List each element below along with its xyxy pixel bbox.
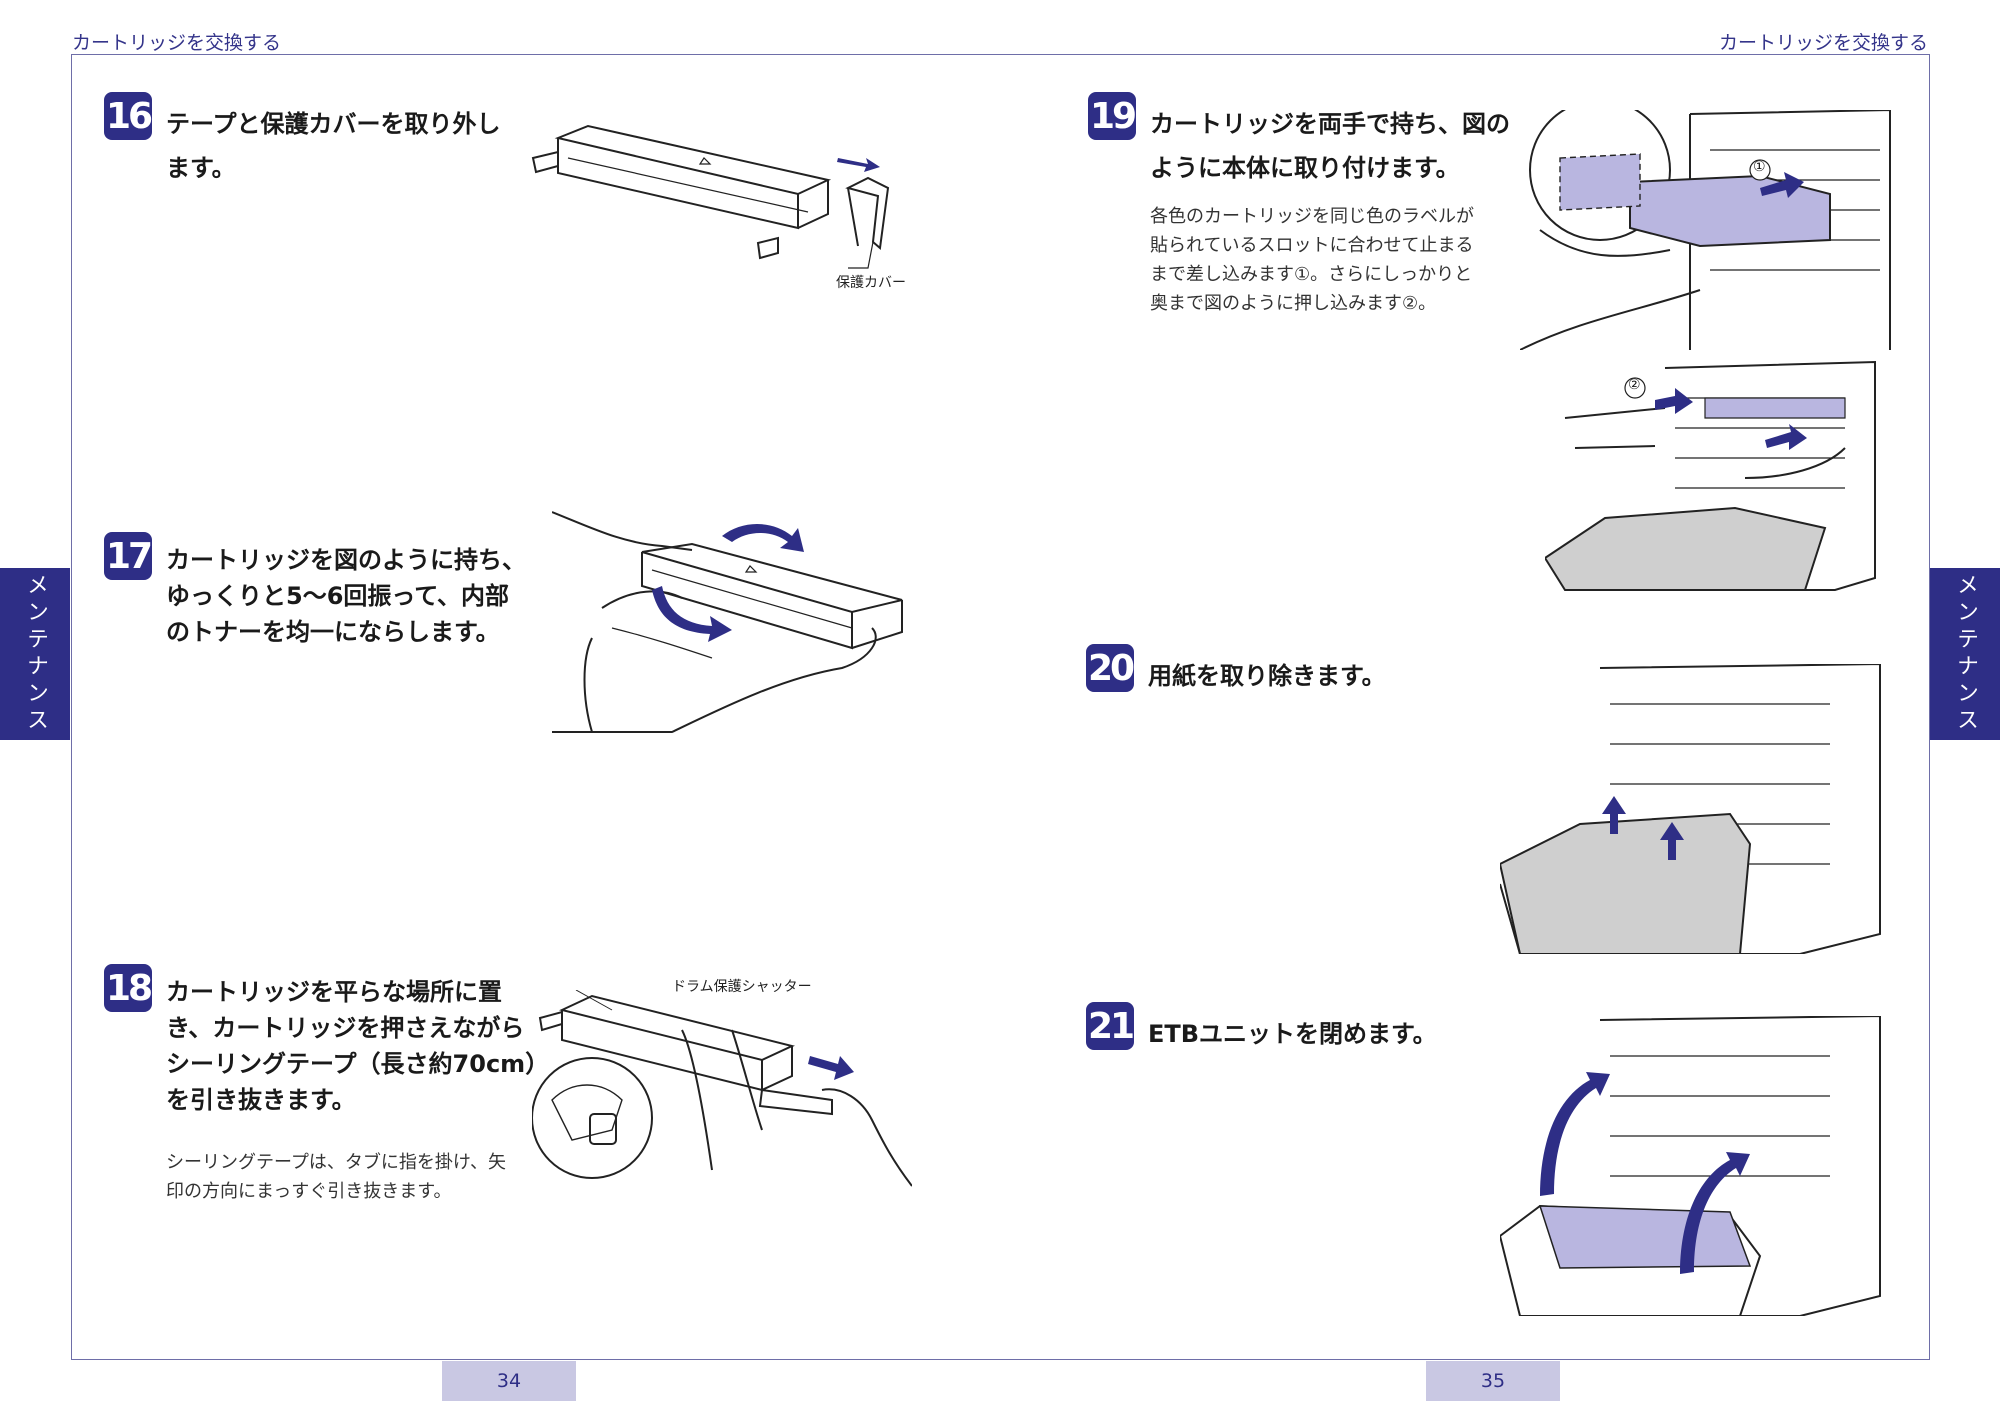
page-number-right: 35 xyxy=(1426,1361,1560,1401)
marker-step-1: ① xyxy=(1753,159,1766,175)
page-frame xyxy=(71,54,1930,1360)
step-title: カートリッジを平らな場所に置 き、カートリッジを押さえながら シーリングテープ（… xyxy=(166,974,549,1118)
step-title: カートリッジを両手で持ち、図の ように本体に取り付けます。 xyxy=(1150,102,1510,190)
step-title: カートリッジを図のように持ち、 ゆっくりと5〜6回振って、内部 のトナーを均一に… xyxy=(166,542,526,650)
step-number-badge: 19 xyxy=(1088,92,1137,140)
cartridge-push-illustration: ② xyxy=(1545,358,1885,598)
page-number-left: 34 xyxy=(442,1361,576,1401)
callout-drum-shutter: ドラム保護シャッター xyxy=(672,979,812,995)
section-tab-right[interactable]: メンテナンス xyxy=(1930,568,2000,740)
marker-step-2: ② xyxy=(1628,377,1641,393)
step-title-line: ETBユニットを閉めます。 xyxy=(1148,1020,1437,1048)
step-note-line: 奥まで図のように押し込みます②。 xyxy=(1150,293,1437,314)
step-number-badge: 20 xyxy=(1086,644,1135,692)
step-title-line: カートリッジを両手で持ち、図の xyxy=(1150,110,1510,138)
cartridge-insert-illustration: ① xyxy=(1520,110,1900,350)
section-tab-left[interactable]: メンテナンス xyxy=(0,568,70,740)
step-title-line: を引き抜きます。 xyxy=(166,1086,356,1114)
step-number-badge: 17 xyxy=(104,532,153,580)
cartridge-cover-removal-illustration xyxy=(528,118,918,288)
step-number-badge: 21 xyxy=(1086,1002,1135,1050)
step-title-line: シーリングテープ（長さ約70cm） xyxy=(166,1050,550,1078)
step-note: 各色のカートリッジを同じ色のラベルが 貼られているスロットに合わせて止まる まで… xyxy=(1150,202,1474,318)
step-title: ETBユニットを閉めます。 xyxy=(1148,1012,1437,1056)
step-number-badge: 16 xyxy=(104,92,153,140)
step-note-line: 各色のカートリッジを同じ色のラベルが xyxy=(1150,206,1474,227)
callout-protective-cover: 保護カバー xyxy=(836,275,906,291)
cartridge-shaking-illustration xyxy=(552,508,922,740)
step-number-badge: 18 xyxy=(104,964,153,1012)
step-title-line: 用紙を取り除きます。 xyxy=(1148,662,1386,690)
step-title-line: カートリッジを平らな場所に置 xyxy=(166,978,502,1006)
step-title-line: テープと保護カバーを取り外し xyxy=(166,110,501,138)
step-title-line: ます。 xyxy=(166,154,236,182)
step-note-line: まで差し込みます①。さらにしっかりと xyxy=(1150,264,1473,285)
step-note-line: シーリングテープは、タブに指を掛け、矢 xyxy=(166,1152,507,1173)
step-title-line: ように本体に取り付けます。 xyxy=(1150,154,1460,182)
step-title: 用紙を取り除きます。 xyxy=(1148,654,1386,698)
sealing-tape-removal-illustration xyxy=(532,990,912,1190)
step-title-line: のトナーを均一にならします。 xyxy=(166,618,500,646)
step-note-line: 印の方向にまっすぐ引き抜きます。 xyxy=(166,1181,452,1202)
running-header-right: カートリッジを交換する xyxy=(1718,32,1928,54)
step-note: シーリングテープは、タブに指を掛け、矢 印の方向にまっすぐ引き抜きます。 xyxy=(166,1148,506,1206)
close-etb-unit-illustration xyxy=(1500,1016,1890,1316)
step-title-line: き、カートリッジを押さえながら xyxy=(166,1014,525,1042)
step-note-line: 貼られているスロットに合わせて止まる xyxy=(1150,235,1474,256)
running-header-left: カートリッジを交換する xyxy=(72,32,282,54)
step-title-line: ゆっくりと5〜6回振って、内部 xyxy=(166,582,509,610)
remove-paper-illustration xyxy=(1500,664,1890,954)
step-title-line: カートリッジを図のように持ち、 xyxy=(166,546,526,574)
step-title: テープと保護カバーを取り外し ます。 xyxy=(166,102,501,190)
